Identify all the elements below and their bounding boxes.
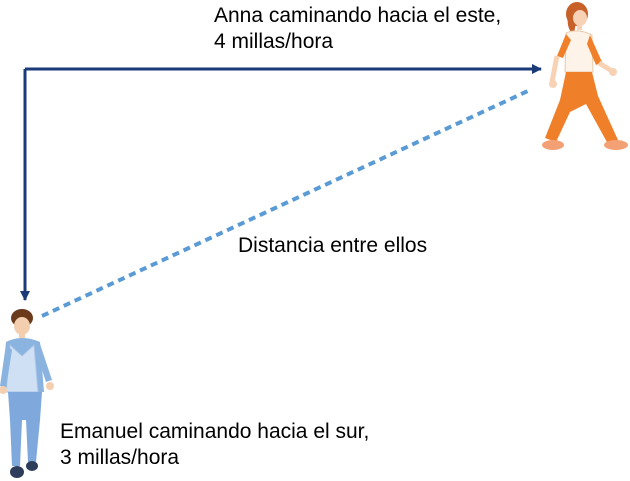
walking-woman-icon: [542, 2, 628, 150]
distance-label: Distancia entre ellos: [238, 234, 428, 257]
anna-label-line1: Anna caminando hacia el este,: [214, 4, 502, 27]
walking-man-icon: [0, 309, 54, 478]
distance-line: [41, 88, 531, 318]
emanuel-label: Emanuel caminando hacia el sur, 3 millas…: [60, 419, 369, 471]
emanuel-label-line1: Emanuel caminando hacia el sur,: [60, 420, 370, 443]
emanuel-label-line2: 3 millas/hora: [60, 446, 180, 469]
anna-label: Anna caminando hacia el este, 4 millas/h…: [214, 3, 501, 55]
anna-label-line2: 4 millas/hora: [214, 30, 334, 53]
